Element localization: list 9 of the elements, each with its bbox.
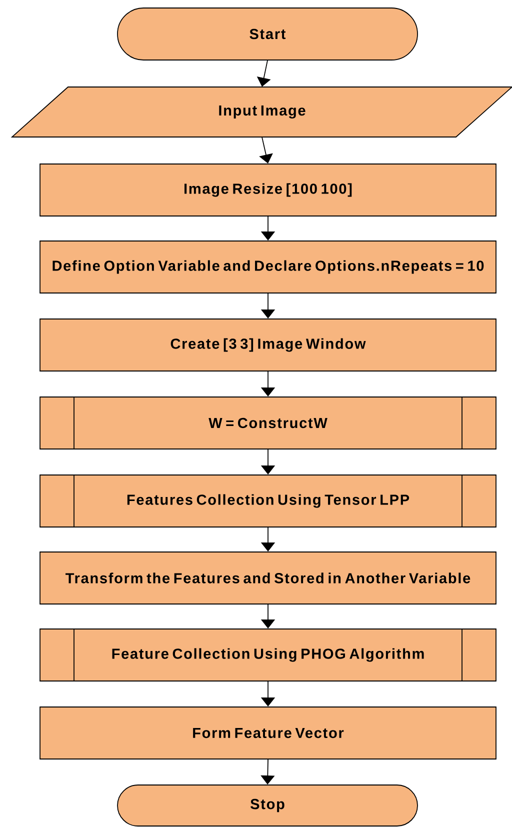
process-box: Define Option Variable and Declare Options.nRepeats = 10 [40,240,496,294]
predefined-process-box: Feature Collection Using PHOG Algorithm [40,628,496,682]
process-box: Transform the Features and Stored in Another Variable [40,552,496,604]
terminator-oval: Stop [117,784,418,826]
process-box: Form Feature Vector [40,706,496,760]
process-box: Create [3 3] Image Window [40,318,496,372]
process-box: Image Resize [100 100] [40,164,496,216]
predefined-process-box: Features Collection Using Tensor LPP [40,474,496,528]
predefined-process-box: W = ConstructW [40,396,496,450]
